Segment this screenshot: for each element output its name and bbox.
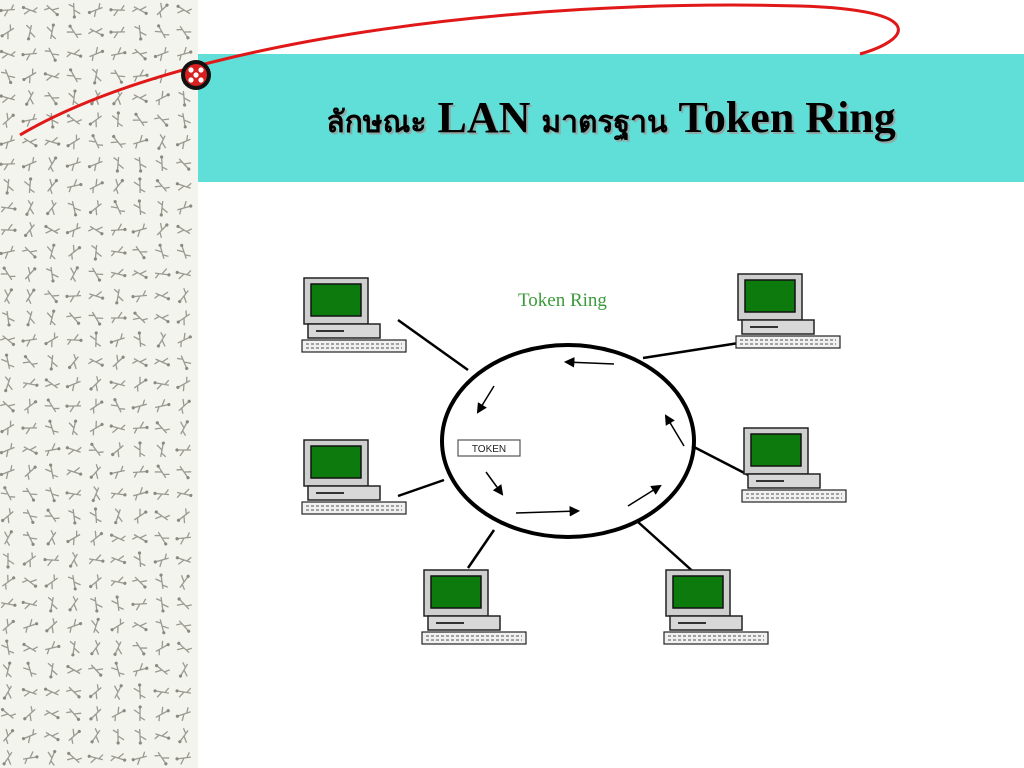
computer-icon — [735, 273, 841, 349]
computer-icon — [663, 569, 769, 645]
computer-icon — [301, 277, 407, 353]
arrow-icon — [476, 357, 685, 517]
title-lan: LAN — [437, 93, 531, 142]
computer-icon — [421, 569, 527, 645]
diagram-caption: Token Ring — [518, 290, 607, 311]
slide-title: ลักษณะ LAN มาตรฐาน Token Ring — [198, 92, 1024, 146]
token-ring-diagram: TOKEN Token Ring — [301, 273, 847, 645]
computer-icon — [301, 439, 407, 515]
title-thai-word-1: ลักษณะ — [326, 105, 427, 140]
computer-icon — [741, 427, 847, 503]
pattern-svg — [0, 2, 193, 766]
title-token-ring: Token Ring — [678, 93, 896, 142]
decorative-pattern-strip — [0, 0, 198, 768]
token-label: TOKEN — [472, 444, 506, 455]
title-thai-word-2: มาตรฐาน — [541, 105, 668, 140]
token-ring-cable — [440, 343, 696, 539]
